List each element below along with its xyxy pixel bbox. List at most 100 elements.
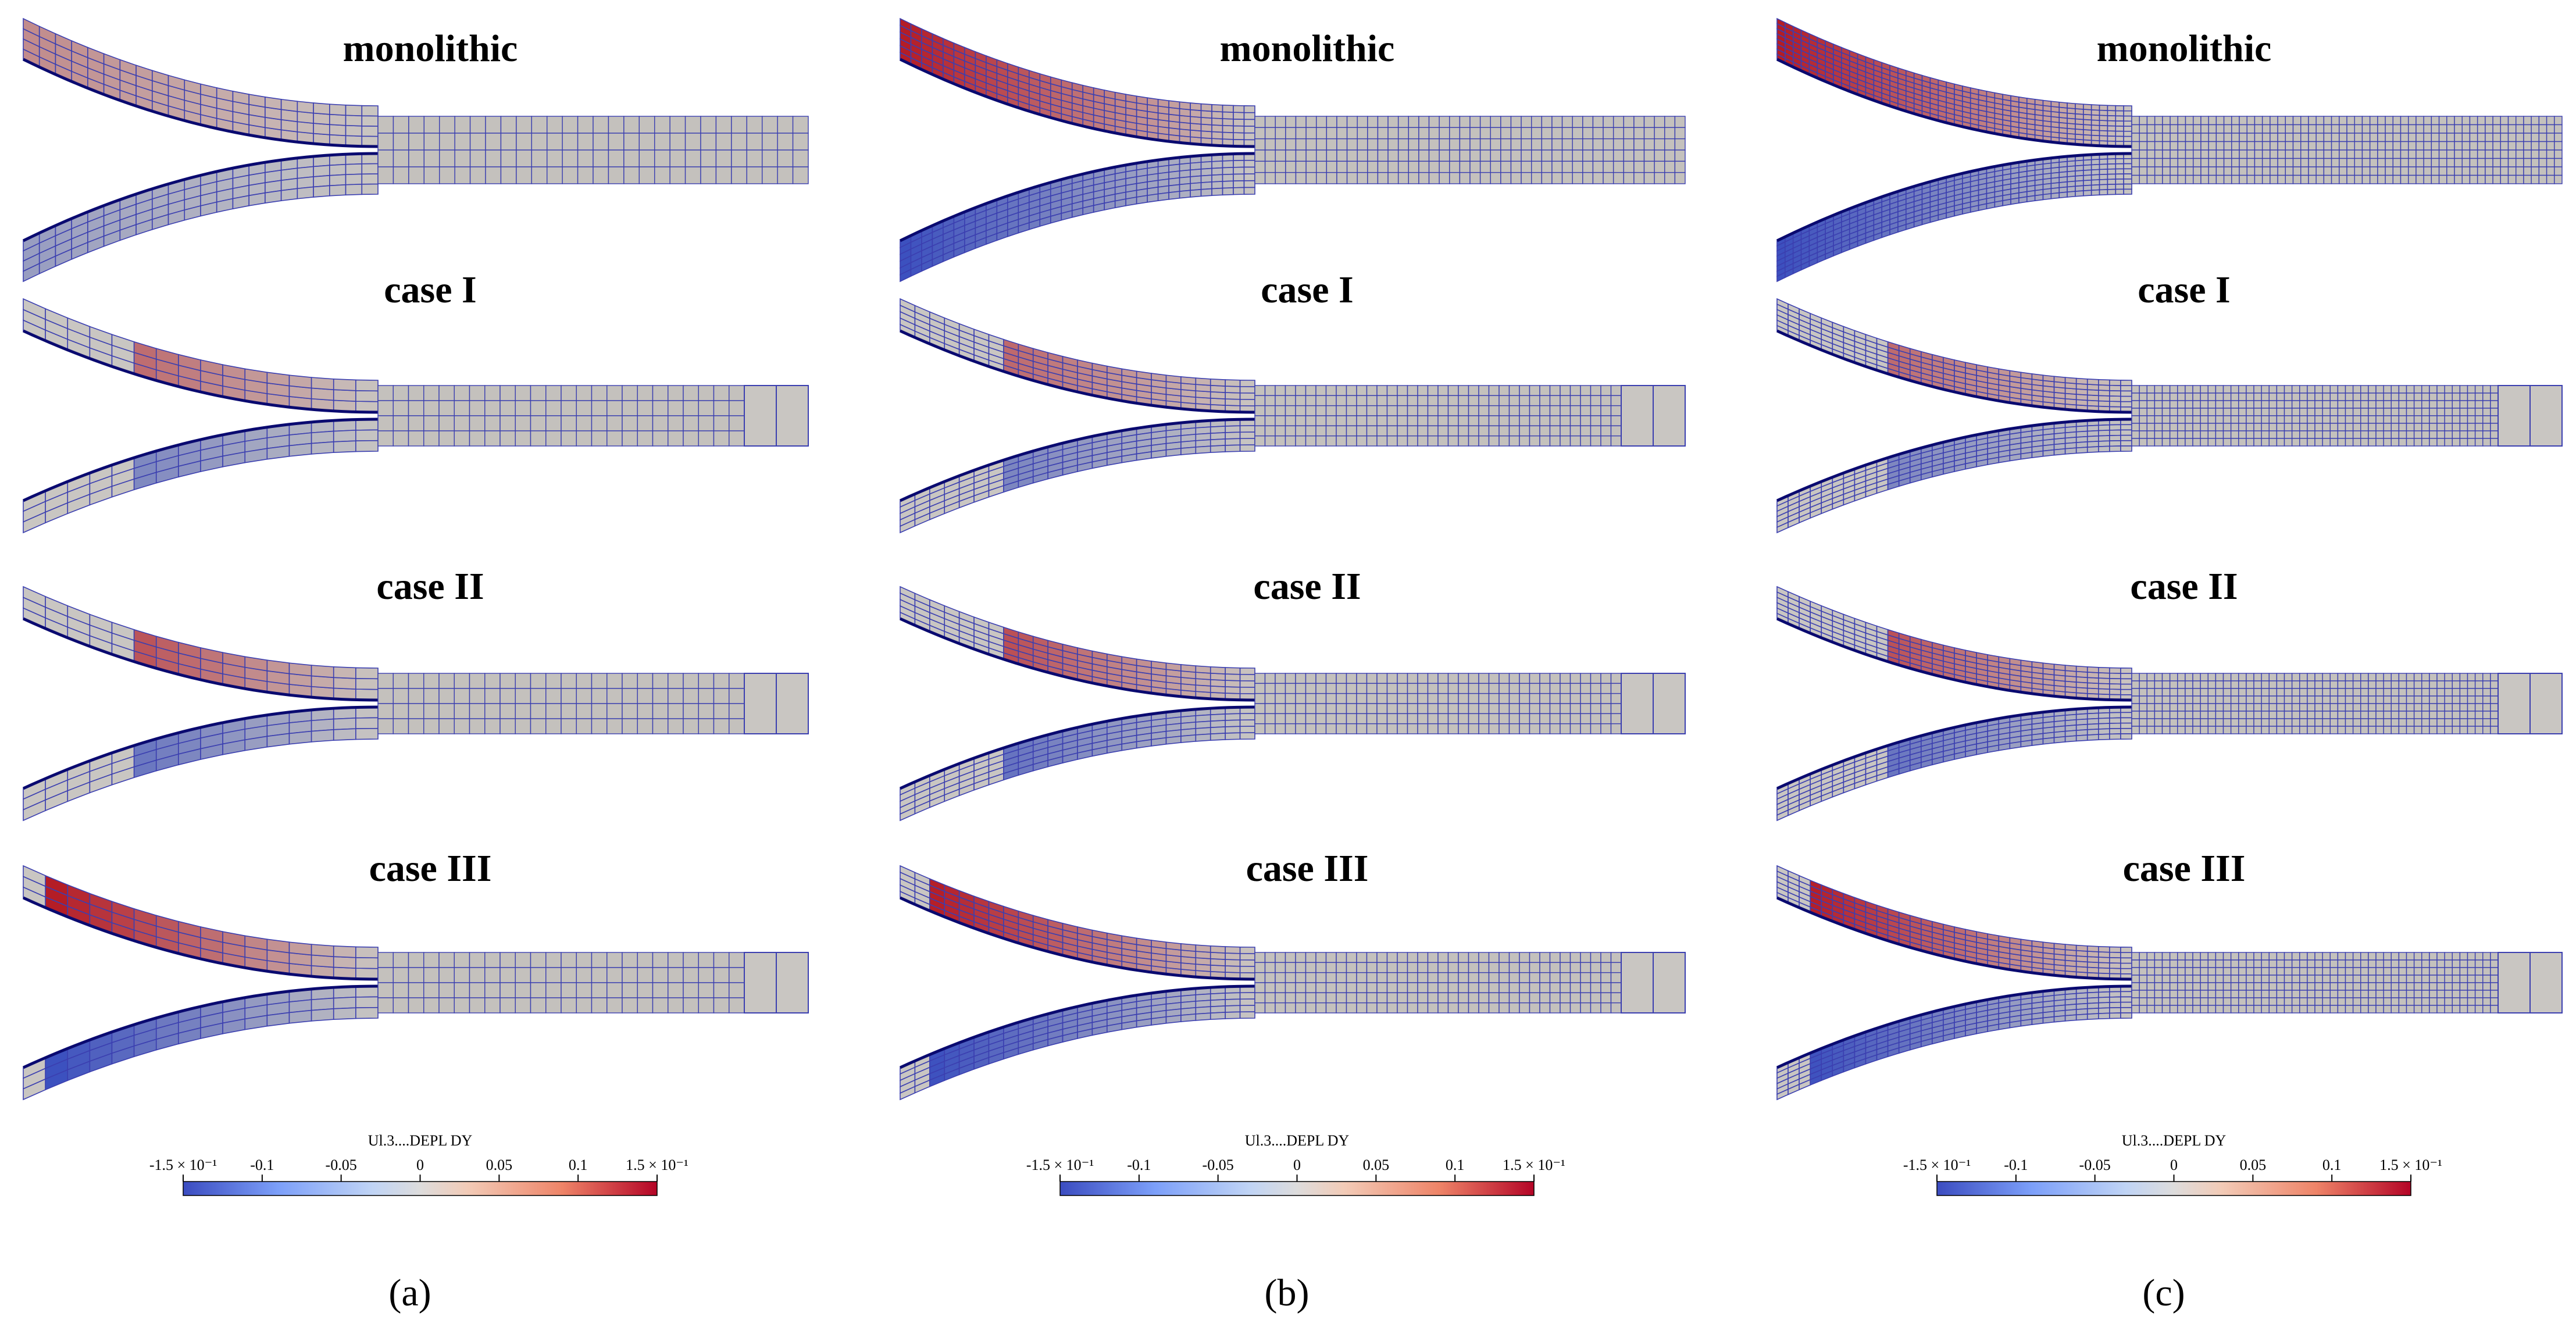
panel-2-1-stem-cell (1367, 160, 1379, 173)
panel-3-2-stem-cell (2238, 400, 2247, 409)
panel-2-2-upper-arm-cell (1165, 374, 1182, 384)
panel-1-1-stem-cell (700, 166, 717, 184)
panel-3-2-stem-cell (2222, 430, 2232, 439)
panel-3-1-stem-cell (2400, 174, 2409, 184)
panel-2-3-stem-cell (1580, 683, 1592, 694)
panel-3-1-stem-cell (2200, 133, 2209, 142)
panel-3-2-stem-cell (2352, 385, 2361, 394)
panel-3-1-stem-cell (2177, 166, 2186, 176)
panel-1-1-upper-arm-cell (313, 123, 330, 135)
panel-3-2-stem-cell (2222, 392, 2232, 401)
panel-2-1-stem-cell (1408, 160, 1419, 173)
panel-2-2-stem-cell (1529, 385, 1540, 397)
panel-1-4-stem-cell (698, 952, 715, 968)
panel-2-4-stem-cell (1610, 982, 1622, 994)
panel-1-2-lower-arm-cell (288, 442, 312, 457)
panel-3-2-stem-cell (2246, 408, 2254, 416)
panel-2-2-stem-cell (1417, 395, 1429, 406)
panel-2-4-stem-cell (1275, 992, 1286, 1004)
panel-3-2-stem-cell (2482, 408, 2491, 416)
panel-3-2-stem-cell (2222, 385, 2232, 394)
panel-3-1-stem-cell (2277, 116, 2286, 126)
panel-3-1-stem-cell (2346, 166, 2355, 176)
panel-2-4-stem-cell (1437, 952, 1449, 963)
panel-3-1-stem-cell (2239, 141, 2247, 151)
panel-3-1-stem-cell (2170, 116, 2178, 126)
panel-3-1-stem-cell (2315, 158, 2325, 167)
panel-3-1-upper-arm-cell (2123, 110, 2132, 117)
panel-1-4-stem-cell (561, 967, 577, 983)
panel-1-4-stem-cell (576, 982, 593, 998)
panel-3-2-stem-cell (2429, 392, 2438, 401)
panel-3-2-stem-cell (2299, 385, 2308, 394)
panel-2-1-stem-cell (1357, 160, 1368, 173)
panel-2-1-stem-cell (1408, 127, 1419, 140)
panel-2-1-stem-cell (1479, 127, 1491, 140)
panel-2-1-stem-cell (1664, 160, 1676, 173)
panel-2-3-stem-cell (1315, 723, 1327, 734)
panel-1-3-stem-cell (729, 688, 745, 704)
panel-3-2-stem-cell (2467, 438, 2476, 447)
panel-2-1-stem-cell (1428, 160, 1440, 173)
panel-title: monolithic (1220, 27, 1395, 70)
panel-3-2-stem-cell (2474, 385, 2484, 394)
panel-3-2-upper-arm-cell (2075, 377, 2088, 385)
panel-3-1-stem-cell (2377, 149, 2386, 159)
panel-3-1-stem-cell (2538, 133, 2548, 142)
panel-3-2-stem-cell (2352, 392, 2361, 401)
panel-2-1-stem-cell (1551, 116, 1563, 129)
panel-3-1-stem-cell (2331, 158, 2340, 167)
panel-3-2-stem-cell (2452, 423, 2461, 431)
panel-1-3-stem-cell (438, 703, 455, 719)
panel-2-3-stem-cell (1569, 723, 1581, 734)
panel-3-1-stem-cell (2438, 124, 2447, 134)
panel-2-1-stem-cell (1643, 149, 1655, 162)
panel-1-2-upper-arm-cell (355, 390, 379, 402)
panel-1-4-stem-cell (652, 997, 669, 1013)
panel-2-2-stem-cell (1498, 405, 1510, 416)
panel-2-2-stem-cell (1417, 435, 1429, 447)
panel-3-2-stem-cell (2276, 430, 2285, 439)
panel-2-3-stem-cell (1610, 673, 1622, 684)
panel-3-1-stem-cell (2292, 116, 2302, 126)
panel-3-1-stem-cell (2285, 141, 2294, 151)
panel-2-1-stem-cell (1572, 172, 1583, 184)
panel-3-2-stem-cell (2429, 415, 2438, 424)
panel-3-1-stem-cell (2131, 166, 2140, 176)
panel-2-4-stem-cell (1529, 992, 1540, 1004)
panel-3-2-stem-cell (2474, 392, 2484, 401)
panel-1-2-lower-arm-cell (355, 429, 379, 442)
panel-3-2-stem-cell (2490, 408, 2499, 416)
panel-3-1-stem-cell (2369, 116, 2378, 126)
panel-3-2-lower-arm-cell (2109, 445, 2121, 452)
panel-3-2-stem-cell (2230, 415, 2239, 424)
panel-1-1-stem-cell (654, 133, 670, 151)
panel-2-3-stem-cell (1600, 673, 1612, 684)
panel-3-2-stem-cell (2360, 415, 2369, 424)
panel-1-4-stem-cell (591, 982, 608, 998)
panel-2-4-stem-cell (1417, 972, 1429, 983)
panel-1-3-lower-arm-cell (311, 718, 334, 732)
panel-1-3-stem-cell (652, 673, 669, 689)
panel-3-2-stem-cell (2314, 415, 2323, 424)
panel-2-2-stem-cell (1468, 385, 1479, 397)
panel-1-2-stem-cell (393, 430, 409, 447)
panel-2-3-stem-cell (1519, 683, 1530, 694)
panel-2-1-upper-arm-cell (1211, 110, 1223, 119)
panel-3-1-stem-cell (2400, 124, 2409, 134)
panel-3-1-stem-cell (2285, 116, 2294, 126)
panel-2-1-stem-cell (1469, 149, 1481, 162)
panel-3-2-stem-cell (2154, 385, 2163, 394)
panel-3-1-stem-cell (2131, 124, 2140, 134)
panel-3-1-stem-cell (2300, 158, 2309, 167)
panel-2-1-upper-arm-cell (1157, 98, 1169, 108)
panel-1-2-upper-arm-cell (266, 372, 290, 387)
panel-1-3-stem-cell (530, 703, 547, 719)
panel-3-1-stem-cell (2223, 158, 2232, 167)
panel-2-1-stem-cell (1592, 160, 1604, 173)
panel-3-2-stem-cell (2391, 408, 2400, 416)
panel-2-1-stem-cell (1612, 160, 1624, 173)
panel-3-1-stem-cell (2346, 174, 2355, 184)
panel-1-1-stem-cell (469, 166, 486, 184)
